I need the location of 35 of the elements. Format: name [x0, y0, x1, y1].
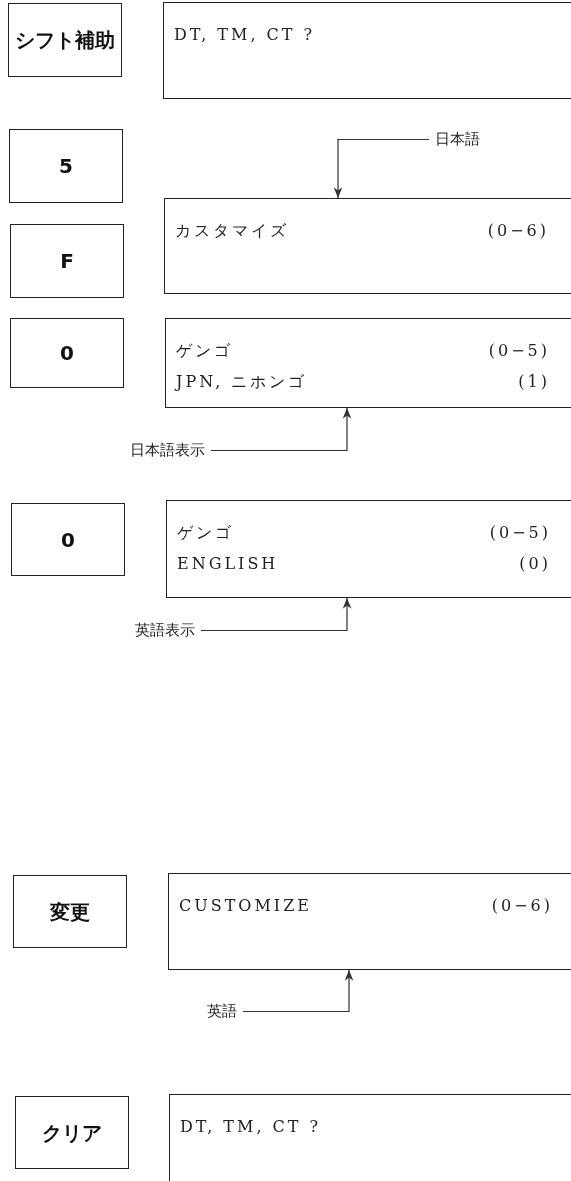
display-text: (0−6)	[491, 896, 553, 915]
leader-line	[200, 597, 352, 632]
callout-label: 日本語	[435, 130, 480, 149]
leader-line	[242, 969, 354, 1013]
display-text: ゲンゴ	[176, 341, 233, 362]
display-text: (0−5)	[489, 523, 551, 542]
display-screen	[164, 198, 571, 294]
display-text: DT, TM, CT ?	[174, 25, 316, 44]
key-button: 5	[9, 129, 123, 203]
display-text: DT, TM, CT ?	[180, 1117, 322, 1136]
display-text: JPN, ニホンゴ	[176, 372, 308, 393]
display-text: (0−5)	[488, 341, 550, 360]
display-text: カスタマイズ	[175, 221, 289, 242]
key-button: クリア	[15, 1096, 129, 1169]
leader-line	[210, 407, 352, 452]
display-screen	[166, 500, 571, 598]
leader-line	[333, 138, 430, 199]
key-button: 変更	[13, 875, 127, 948]
display-text: ゲンゴ	[177, 523, 234, 544]
display-screen	[165, 318, 571, 408]
key-button: 0	[10, 318, 124, 388]
display-text: (0−6)	[487, 221, 549, 240]
display-screen	[168, 873, 571, 970]
display-text: (0)	[519, 554, 551, 573]
display-text: CUSTOMIZE	[179, 896, 312, 915]
callout-label: 英語表示	[135, 621, 195, 640]
key-button: 0	[11, 503, 125, 576]
key-button: F	[10, 224, 124, 298]
display-text: ENGLISH	[177, 554, 279, 573]
display-screen	[163, 2, 571, 99]
display-text: (1)	[518, 372, 550, 391]
display-screen	[169, 1094, 571, 1181]
key-button: シフト補助	[8, 3, 122, 77]
callout-label: 日本語表示	[130, 441, 205, 460]
callout-label: 英語	[207, 1002, 237, 1021]
